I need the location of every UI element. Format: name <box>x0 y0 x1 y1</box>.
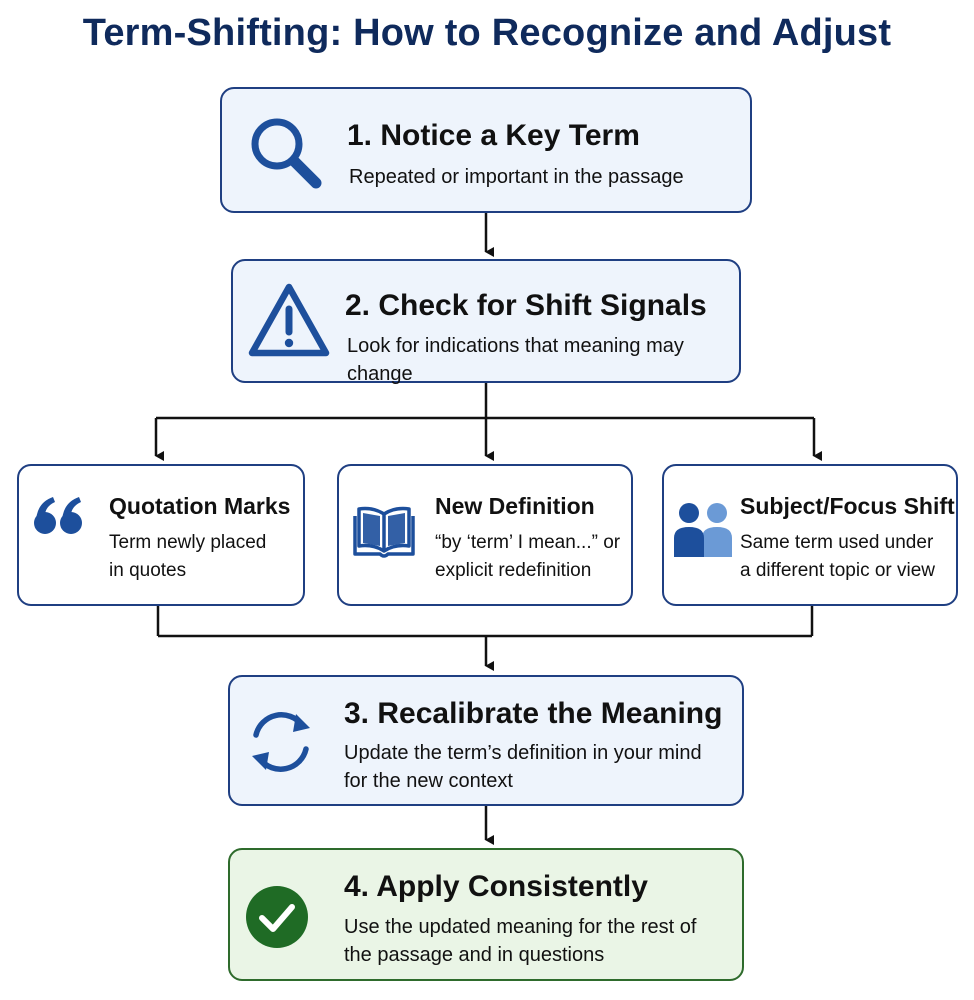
step-3-box: 3. Recalibrate the Meaning Update the te… <box>228 675 744 806</box>
step-2-box: 2. Check for Shift Signals Look for indi… <box>231 259 741 385</box>
warning-triangle-icon <box>248 283 330 357</box>
description-line: Update the term’s definition in your min… <box>344 742 702 764</box>
description-line: Use the updated meaning for the rest of <box>344 916 697 938</box>
signal-new-definition-title: New Definition <box>435 493 595 519</box>
signal-quotation-marks-box: Quotation Marks Term newly placed in quo… <box>17 464 305 606</box>
signal-quotation-marks-title: Quotation Marks <box>109 493 291 519</box>
description-line: the passage and in questions <box>344 944 605 966</box>
description-line: Term newly placed <box>109 532 267 553</box>
refresh-arrows-icon <box>252 712 310 772</box>
signal-new-definition-description: “by ‘term’ I mean...” or explicit redefi… <box>435 529 620 585</box>
step-1-title: 1. Notice a Key Term <box>347 119 640 152</box>
diagram-title: Term-Shifting: How to Recognize and Adju… <box>82 12 892 54</box>
step-4-box: 4. Apply Consistently Use the updated me… <box>228 848 744 981</box>
description-line: in quotes <box>109 560 187 581</box>
step-3-title: 3. Recalibrate the Meaning <box>344 697 723 730</box>
signal-subject-shift-description: Same term used under a different topic o… <box>740 529 935 585</box>
checkmark-circle-icon <box>246 886 308 948</box>
step-1-description: Repeated or important in the passage <box>349 166 684 188</box>
magnifying-glass-icon <box>251 118 322 189</box>
signal-subject-shift-title: Subject/Focus Shift <box>740 493 955 519</box>
step-4-title: 4. Apply Consistently <box>344 870 648 903</box>
step-2-title: 2. Check for Shift Signals <box>345 289 707 322</box>
step-1-box: 1. Notice a Key Term Repeated or importa… <box>220 87 752 213</box>
quotation-marks-icon <box>34 497 82 534</box>
step-4-description: Use the updated meaning for the rest of … <box>344 913 696 969</box>
signal-quotation-marks-description: Term newly placed in quotes <box>109 529 266 585</box>
description-line: Same term used under <box>740 532 934 553</box>
step-3-description: Update the term’s definition in your min… <box>344 739 702 795</box>
signal-new-definition-box: New Definition “by ‘term’ I mean...” or … <box>337 464 633 606</box>
signal-subject-shift-box: Subject/Focus Shift Same term used under… <box>662 464 958 606</box>
two-people-icon <box>674 503 732 557</box>
description-line: a different topic or view <box>740 560 936 581</box>
open-book-icon <box>353 506 415 558</box>
description-line: for the new context <box>344 770 513 792</box>
description-line: “by ‘term’ I mean...” or <box>435 532 621 553</box>
step-2-description: Look for indications that meaning may ch… <box>347 335 684 385</box>
description-line: explicit redefinition <box>435 560 592 581</box>
